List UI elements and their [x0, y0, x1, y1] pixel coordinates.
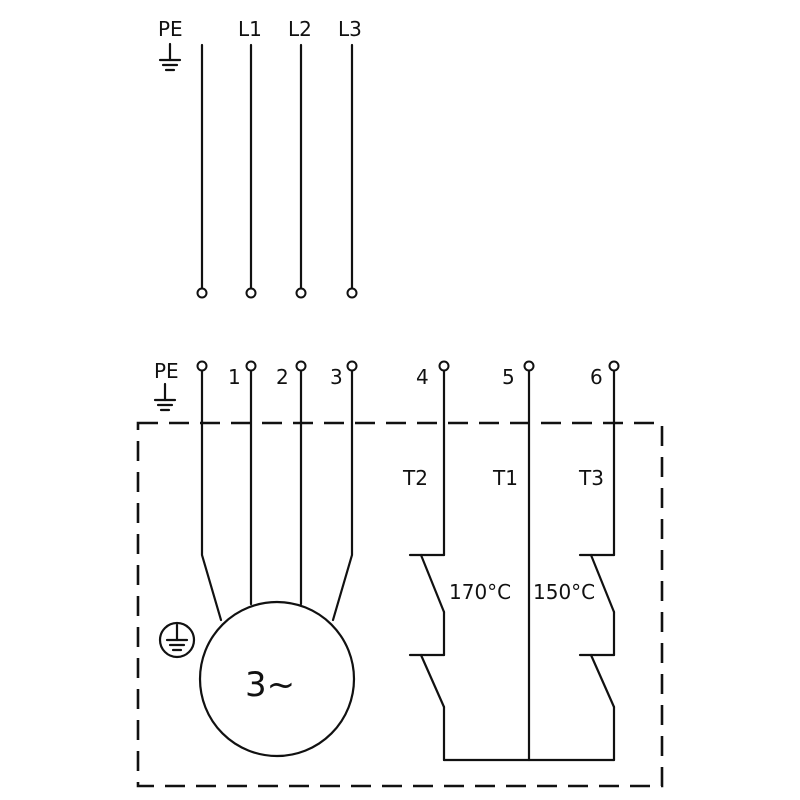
motor-circle — [198, 600, 356, 758]
terminal-3-label: 3 — [330, 365, 343, 389]
temp-170-label: 170°C — [449, 580, 511, 604]
terminal-icon — [196, 360, 208, 372]
terminal-pe-label: PE — [154, 359, 179, 383]
terminal-icon — [523, 360, 535, 372]
supply-terminal-l2 — [295, 287, 307, 299]
terminal-icon — [295, 360, 307, 372]
supply-section: PE L1 L2 L3 — [158, 17, 362, 299]
terminal-icon — [245, 360, 257, 372]
terminal-4-label: 4 — [416, 365, 429, 389]
supply-terminal-l1 — [245, 287, 257, 299]
wire-3 — [331, 369, 354, 622]
supply-terminal-pe — [196, 287, 208, 299]
thermostat-t2-label: T2 — [402, 466, 428, 490]
supply-terminal-l3 — [346, 287, 358, 299]
supply-l1-label: L1 — [238, 17, 262, 41]
motor-enclosure-boundary — [136, 421, 664, 788]
temp-150-label: 150°C — [533, 580, 595, 604]
terminal-icon — [608, 360, 620, 372]
thermostat-t1-label: T1 — [492, 466, 518, 490]
thermal-protection-circuit: T2 T1 T3 170°C 150°C — [402, 369, 616, 762]
supply-pe-label: PE — [158, 17, 183, 41]
supply-l2-label: L2 — [288, 17, 312, 41]
motor-label: 3~ — [245, 665, 295, 705]
ground-icon — [153, 382, 177, 412]
motor-terminal-labels: PE 1 2 3 4 5 6 — [153, 359, 620, 412]
terminal-2-label: 2 — [276, 365, 289, 389]
wire-pe — [200, 369, 223, 622]
motor-symbol: 3~ — [198, 600, 356, 758]
motor-wiring — [200, 369, 354, 622]
protective-earth-icon — [158, 621, 196, 659]
supply-l3-label: L3 — [338, 17, 362, 41]
thermostat-t3-label: T3 — [578, 466, 604, 490]
terminal-6-label: 6 — [590, 365, 603, 389]
terminal-icon — [438, 360, 450, 372]
terminal-5-label: 5 — [502, 365, 515, 389]
ground-icon — [158, 42, 182, 72]
normally-closed-contact-icon — [408, 553, 446, 709]
normally-closed-contact-icon — [578, 553, 616, 709]
terminal-1-label: 1 — [228, 365, 241, 389]
terminal-icon — [346, 360, 358, 372]
